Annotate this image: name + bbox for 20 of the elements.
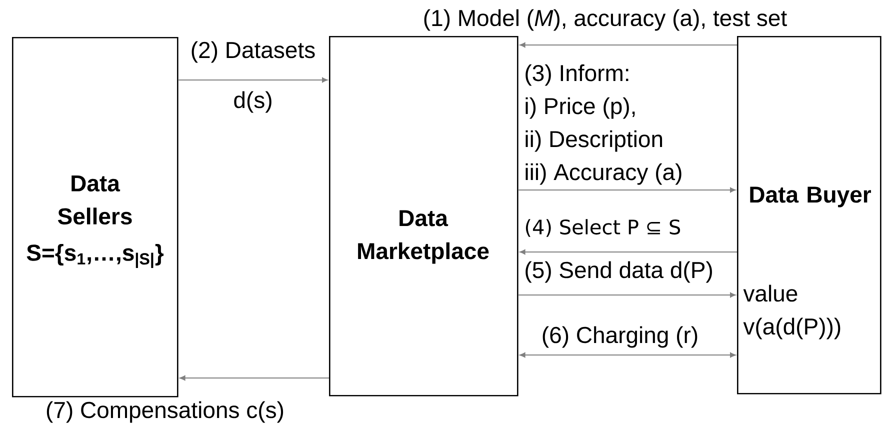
arrow bbox=[180, 375, 330, 381]
arrow bbox=[518, 187, 736, 193]
arrow bbox=[520, 249, 738, 255]
edge-label: (2) Datasets bbox=[189, 40, 317, 64]
node-text: Data Sellers bbox=[58, 175, 132, 225]
arrow bbox=[520, 42, 738, 48]
edge-label: (1) Model (M), accuracy (a), test set bbox=[422, 8, 788, 32]
note-text: d(s) bbox=[234, 91, 272, 113]
arrow bbox=[518, 292, 736, 298]
node-text: S={s$_{1}$,…,s$_{|S|}$} bbox=[26, 244, 164, 268]
node-text: value v(a(d(P))) bbox=[743, 284, 840, 340]
edge-label: (7) Compensations c(s) bbox=[44, 400, 286, 424]
edge-label: (3) Inform: i) Price (p), ii) Description iii) Accuracy (a) bbox=[523, 63, 688, 186]
edge-label: (4) Select P ⊆ S bbox=[523, 218, 682, 238]
arrow bbox=[520, 352, 736, 358]
edge-label: (5) Send data d(P) bbox=[523, 260, 714, 284]
arrow bbox=[178, 77, 328, 83]
node-text: Data Buyer bbox=[750, 186, 871, 208]
node-text: Data Marketplace bbox=[358, 210, 489, 264]
edge-label: (6) Charging (r) bbox=[540, 325, 700, 349]
